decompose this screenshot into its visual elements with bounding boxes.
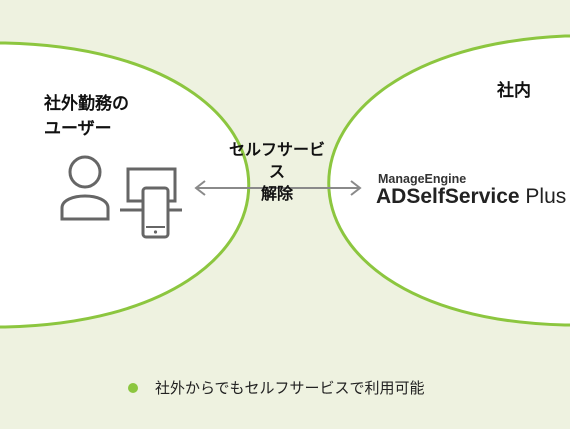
office-region [327, 34, 570, 327]
smartphone-icon [141, 186, 170, 239]
connection-line2: 解除 [260, 184, 293, 203]
legend-text: 社外からでもセルフサービスで利用可能 [155, 379, 425, 397]
product-name-light: Plus [525, 185, 567, 208]
remote-region [0, 41, 250, 329]
remote-user-line2: ユーザー [44, 119, 112, 139]
remote-user-label: 社外勤務の ユーザー [44, 92, 129, 142]
product-name-bold: ADSelfService [376, 185, 520, 208]
office-label: 社内 [497, 81, 531, 101]
bullet-icon [128, 382, 138, 393]
double-arrow-icon [194, 180, 362, 196]
connection-line1: セルフサービス [228, 140, 325, 181]
remote-user-line1: 社外勤務の [44, 94, 129, 114]
connection-label: セルフサービス 解除 [224, 139, 330, 205]
brand-text: ManageEngine [378, 172, 467, 186]
product-name: ADSelfService Plus [376, 185, 566, 209]
user-icon [60, 155, 110, 221]
legend: 社外からでもセルフサービスで利用可能 [128, 377, 425, 398]
